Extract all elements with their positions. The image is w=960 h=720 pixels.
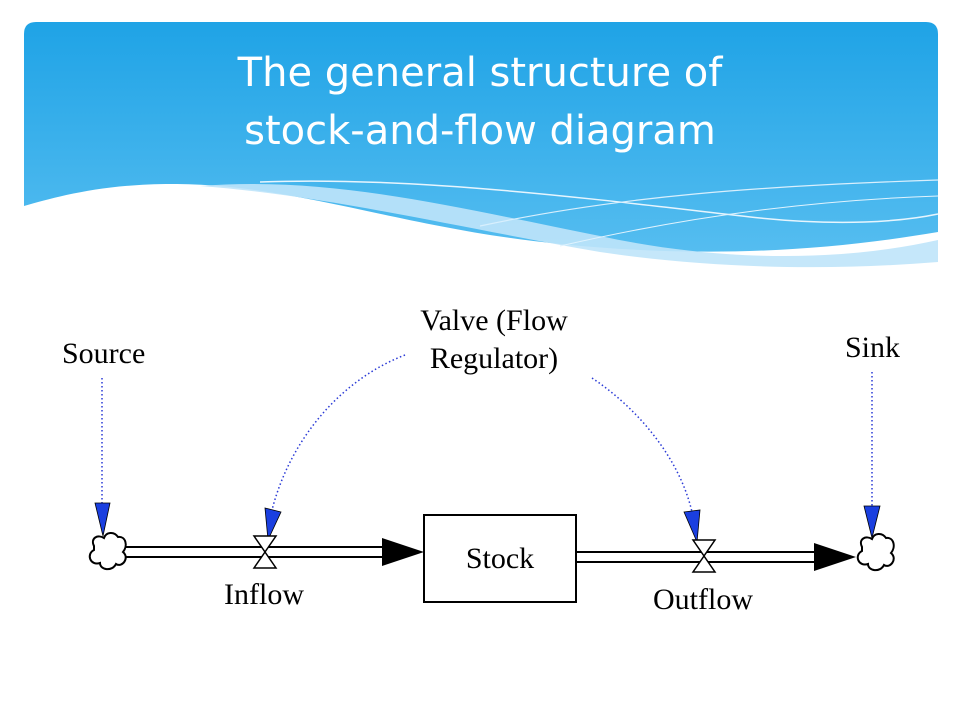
source-cloud-icon: [88, 532, 127, 571]
inflow-valve-pointer-arrowhead: [264, 507, 282, 542]
outflow-valve-pointer-arrowhead: [683, 509, 701, 543]
sink-label: Sink: [845, 331, 900, 364]
inflow-label: Inflow: [224, 578, 304, 611]
sink-pointer-arrowhead: [863, 505, 881, 539]
title-line-2: stock-and-flow diagram: [244, 108, 716, 154]
outflow-arrowhead-icon: [814, 543, 856, 571]
inflow-valve-pointer-line: [271, 354, 406, 511]
outflow-label: Outflow: [653, 583, 753, 616]
header-background: [24, 22, 939, 268]
outflow-valve-pointer-line: [591, 377, 693, 513]
stock-label: Stock: [466, 542, 534, 575]
outflow-valve-icon: [691, 539, 717, 573]
slide-title: The general structure of stock-and-flow …: [120, 44, 840, 160]
stock-box: [423, 514, 577, 603]
inflow-valve-icon: [252, 535, 278, 569]
valve-label-line-2: Regulator): [430, 342, 558, 375]
inflow-arrowhead-icon: [382, 538, 424, 566]
source-label: Source: [62, 337, 145, 370]
valve-label-line-1: Valve (Flow: [420, 304, 568, 337]
title-line-1: The general structure of: [237, 50, 723, 96]
sink-cloud-icon: [856, 533, 895, 572]
source-pointer-arrowhead: [94, 502, 111, 537]
